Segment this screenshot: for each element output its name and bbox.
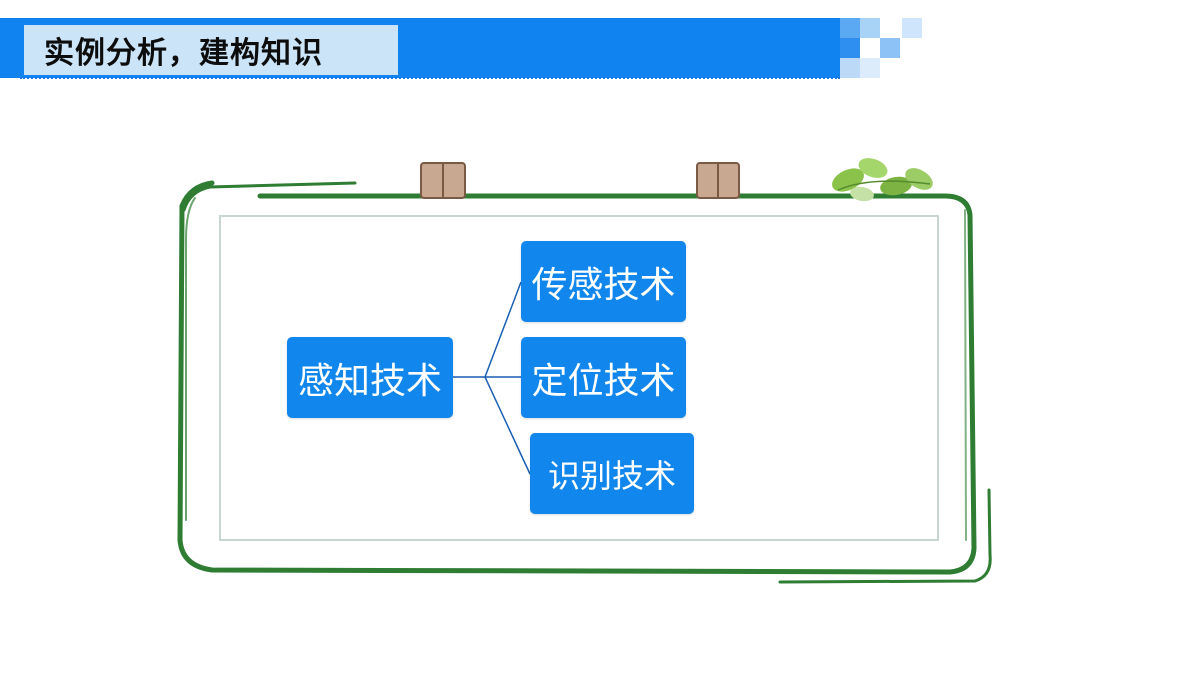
leaf-cluster-icon <box>832 158 933 202</box>
root-node-label: 感知技术 <box>297 360 442 402</box>
title-box: 实例分析，建构知识 <box>24 25 398 75</box>
child-node-positioning: 定位技术 <box>521 337 686 418</box>
page-title: 实例分析，建构知识 <box>44 36 323 71</box>
connector-line <box>484 376 531 475</box>
child-node-label: 识别技术 <box>547 456 676 495</box>
header-underline <box>20 77 840 79</box>
child-node-sensing: 传感技术 <box>521 241 686 322</box>
clip-icon-right <box>696 162 740 199</box>
root-node: 感知技术 <box>287 337 453 418</box>
connectors <box>453 281 531 475</box>
child-node-identification: 识别技术 <box>530 433 694 514</box>
child-node-label: 定位技术 <box>531 360 676 402</box>
child-node-label: 传感技术 <box>531 264 676 306</box>
clip-icon-left <box>420 162 466 199</box>
